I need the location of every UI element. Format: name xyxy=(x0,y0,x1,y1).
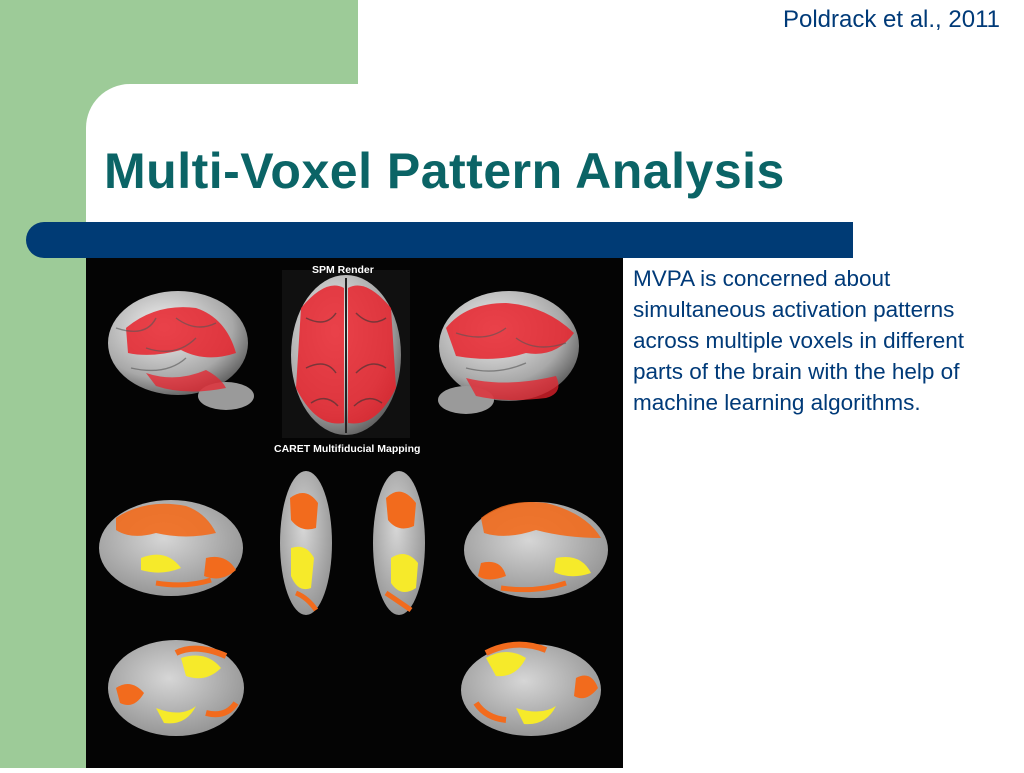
render-dorsal-brain xyxy=(282,270,410,438)
brain-images xyxy=(99,270,608,736)
caret-medial-left xyxy=(108,640,244,736)
caret-lateral-right xyxy=(464,502,608,598)
top-white-area xyxy=(358,0,1024,90)
caret-dorsal-left-hemisphere xyxy=(280,471,332,615)
title-underline-bar xyxy=(26,222,853,258)
slide-title: Multi-Voxel Pattern Analysis xyxy=(104,143,785,199)
caret-lateral-left xyxy=(99,500,243,596)
caret-medial-right xyxy=(461,641,601,736)
citation: Poldrack et al., 2011 xyxy=(782,6,1000,33)
figure-label-caret: CARET Multifiducial Mapping xyxy=(274,443,421,455)
body-text: MVPA is concerned about simultaneous act… xyxy=(633,266,964,415)
figure-label-spm: SPM Render xyxy=(312,264,374,276)
render-left-brain xyxy=(108,291,254,410)
caret-dorsal-right-hemisphere xyxy=(373,471,425,615)
render-right-brain xyxy=(438,291,579,414)
brain-figure: SPM Render CARET Multifiducial Mapping xyxy=(86,258,623,768)
